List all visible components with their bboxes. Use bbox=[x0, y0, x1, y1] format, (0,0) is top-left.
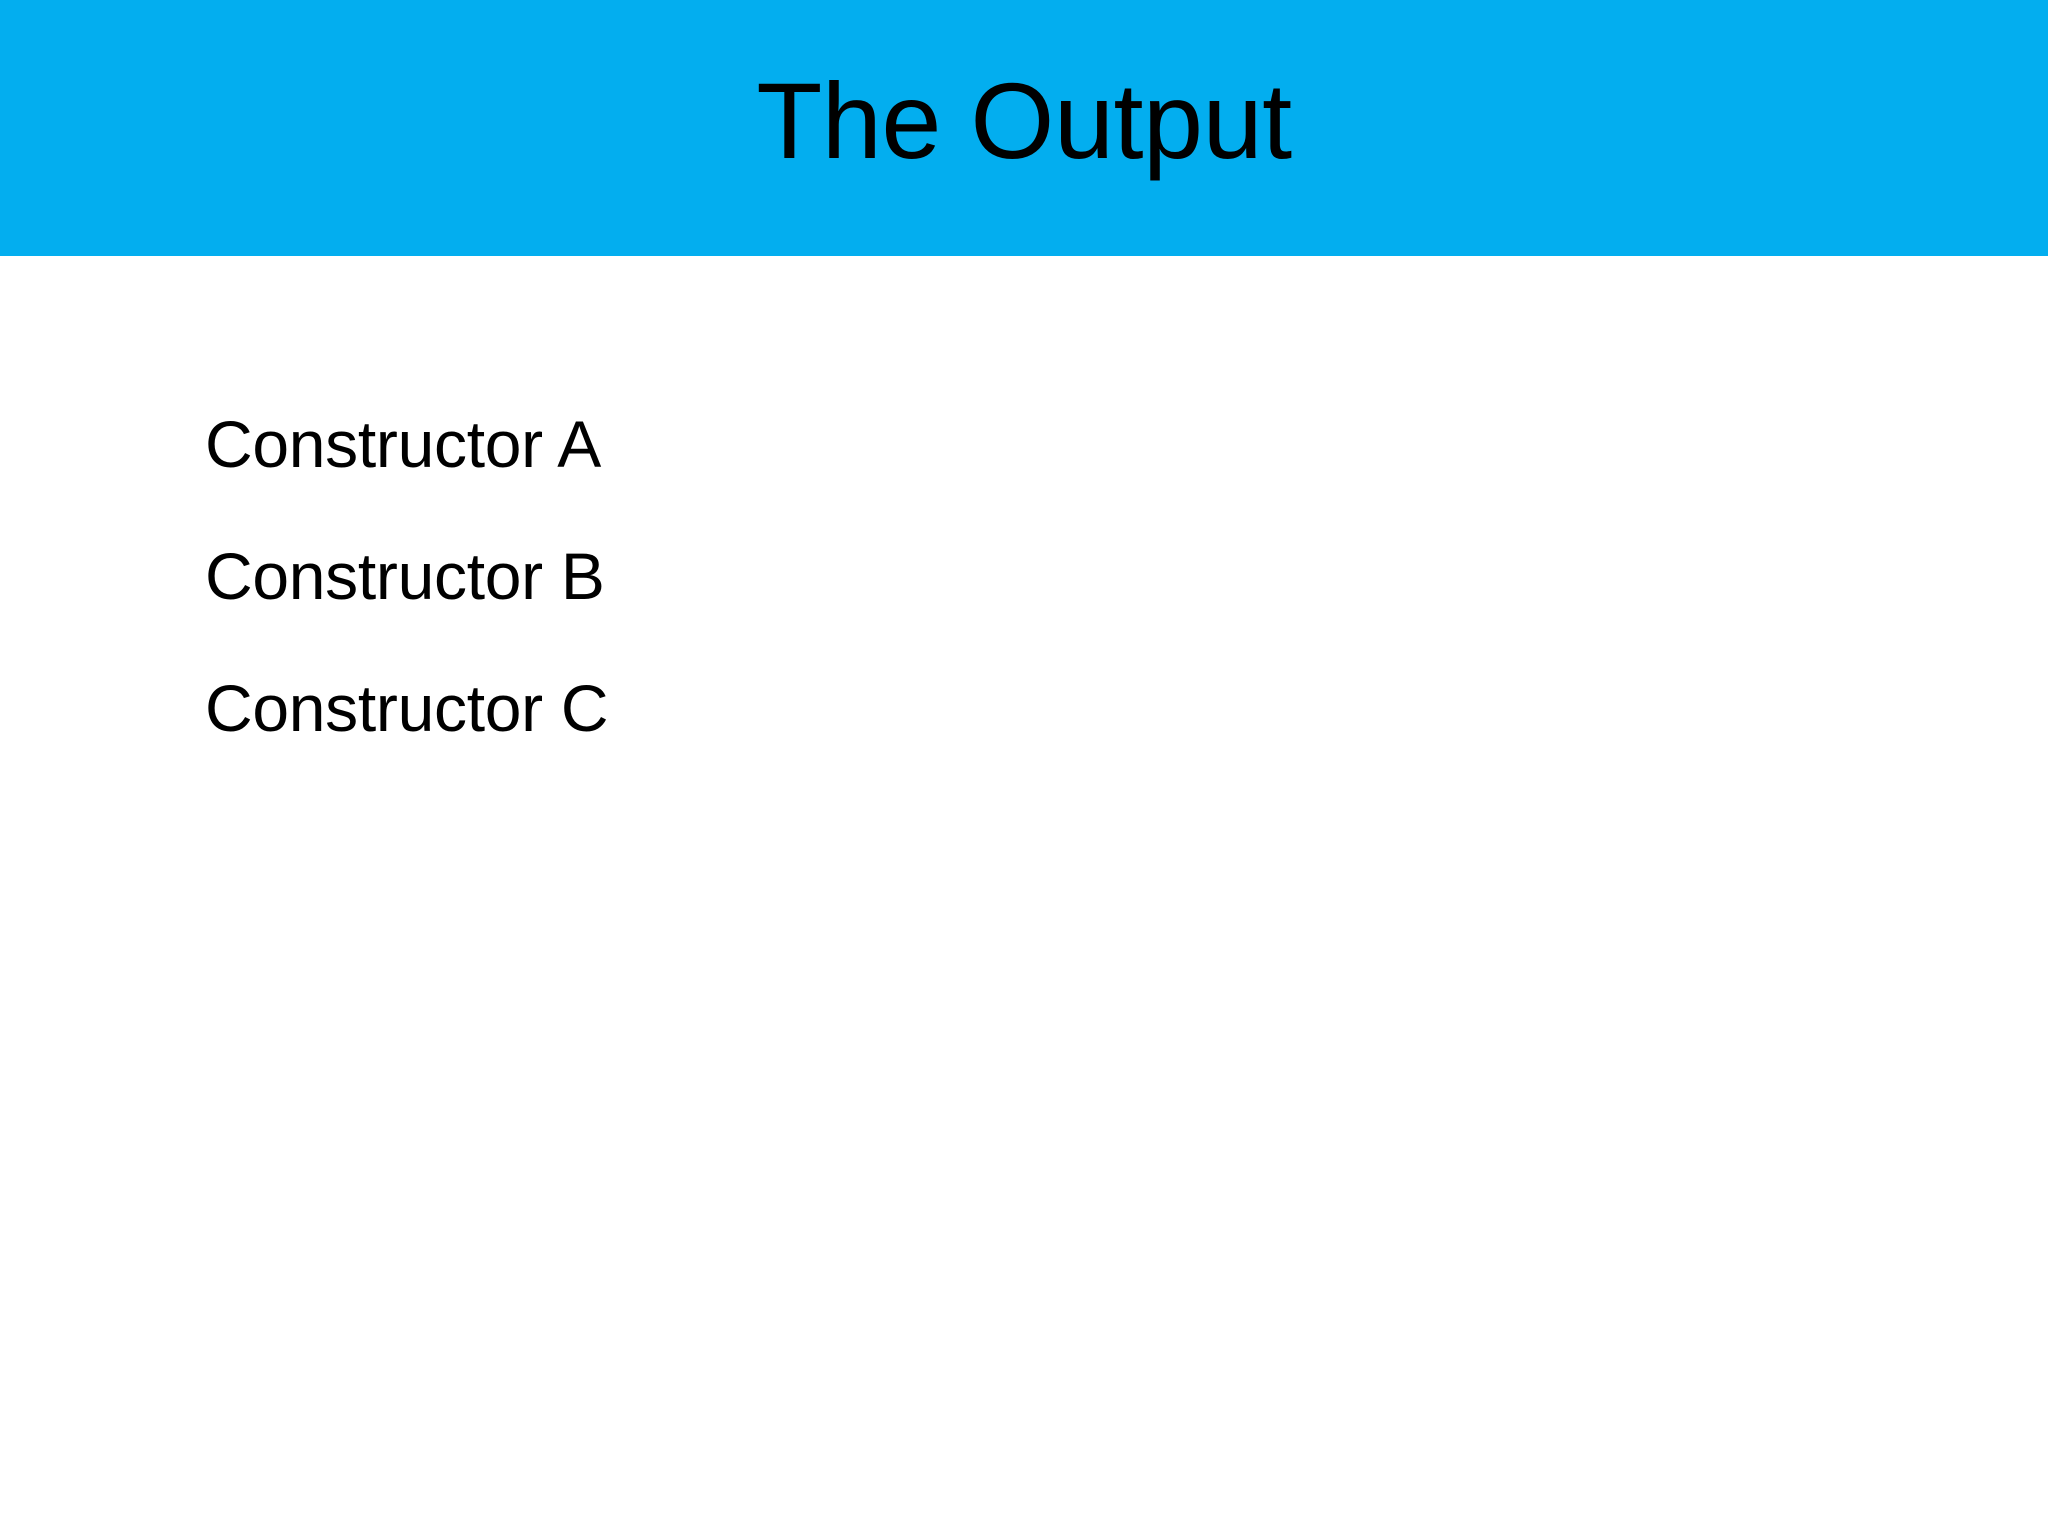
output-line-2: Constructor B bbox=[205, 539, 605, 613]
title-banner: The Output bbox=[0, 0, 2048, 256]
output-text-block: Constructor A Constructor B Constructor … bbox=[205, 378, 1905, 774]
output-line-3: Constructor C bbox=[205, 671, 609, 745]
page-title: The Output bbox=[756, 59, 1292, 181]
output-line-1: Constructor A bbox=[205, 407, 601, 481]
